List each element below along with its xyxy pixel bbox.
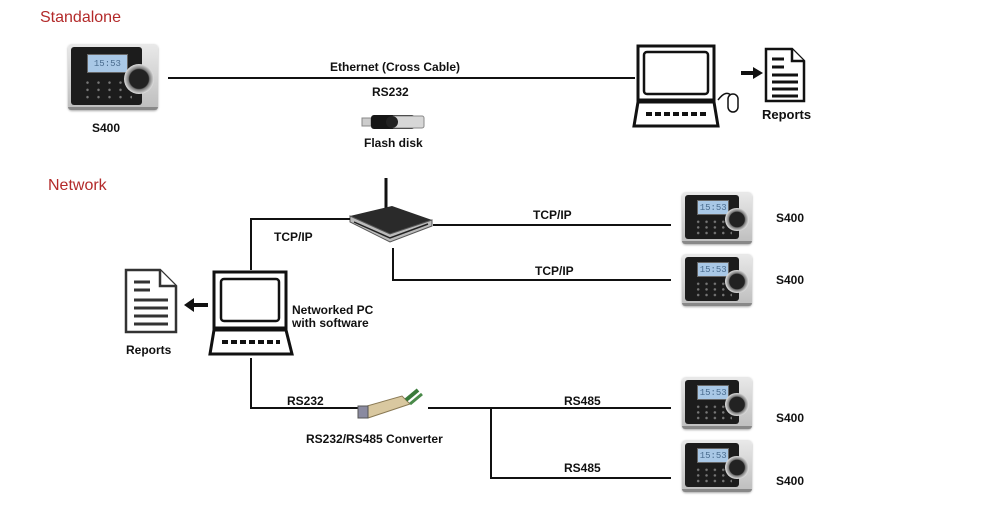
rs232-link-label: RS232: [372, 85, 409, 99]
tcpip-link-1: [433, 224, 671, 226]
rs232-rs485-converter-icon[interactable]: [356, 386, 426, 422]
ethernet-link-line: [168, 77, 635, 79]
rs232-network-label: RS232: [287, 394, 324, 408]
rs485-link-1: [428, 407, 671, 409]
pc-converter-link-horizontal: [250, 407, 358, 409]
pc-converter-link-vertical: [250, 358, 252, 409]
device-label-4: S400: [776, 474, 805, 488]
networked-pc-icon[interactable]: [208, 270, 296, 356]
rs485-label-1: RS485: [564, 394, 601, 408]
device-screen: 15:53: [86, 53, 129, 74]
report-document-icon: [124, 268, 178, 334]
device-screen: 15:53: [696, 262, 730, 278]
report-document-icon: [764, 47, 806, 103]
tcpip-label-1: TCP/IP: [533, 208, 572, 222]
rs485-label-2: RS485: [564, 461, 601, 475]
computer-icon: [632, 44, 739, 128]
device-label-2: S400: [776, 273, 805, 287]
device-label-3: S400: [776, 411, 805, 425]
s400-device-1[interactable]: 15:53: [682, 192, 752, 244]
fingerprint-scanner-icon: [123, 63, 155, 95]
ethernet-link-label: Ethernet (Cross Cable): [330, 60, 461, 74]
pc-label-line1: Networked PC: [292, 303, 374, 317]
reports-label-standalone: Reports: [762, 107, 812, 122]
fingerprint-scanner-icon: [725, 455, 750, 480]
tcpip-label-2: TCP/IP: [535, 264, 574, 278]
router-link-label: TCP/IP: [274, 230, 313, 244]
tcpip-link-2-vertical: [392, 248, 394, 281]
fingerprint-scanner-icon: [725, 269, 750, 294]
device-screen: 15:53: [696, 385, 730, 401]
fingerprint-scanner-icon: [725, 207, 750, 232]
pc-label-line2: with software: [292, 316, 369, 330]
flash-disk-label: Flash disk: [364, 136, 423, 150]
rs485-bus-vertical: [490, 407, 492, 479]
section-title-standalone: Standalone: [40, 9, 121, 26]
device-screen: 15:53: [696, 200, 730, 216]
s400-device-2[interactable]: 15:53: [682, 254, 752, 306]
pc-router-link-horizontal: [250, 218, 350, 220]
device-screen: 15:53: [696, 448, 730, 464]
device-label-1: S400: [776, 211, 805, 225]
rs485-link-2: [490, 477, 671, 479]
reports-label-network: Reports: [126, 343, 172, 357]
flash-disk-icon: [361, 115, 425, 129]
wireless-router-icon[interactable]: [348, 178, 434, 246]
s400-device-standalone[interactable]: 15:53: [68, 44, 158, 110]
device-label-standalone: S400: [92, 121, 121, 135]
fingerprint-scanner-icon: [725, 392, 750, 417]
section-title-network: Network: [48, 177, 107, 194]
pc-router-link-vertical: [250, 218, 252, 270]
s400-device-3[interactable]: 15:53: [682, 377, 752, 429]
arrow-left-icon: [184, 298, 208, 312]
converter-label: RS232/RS485 Converter: [306, 432, 443, 446]
device-keypad: [82, 78, 132, 101]
tcpip-link-2: [392, 279, 671, 281]
s400-device-4[interactable]: 15:53: [682, 440, 752, 492]
arrow-right-icon: [741, 67, 763, 79]
